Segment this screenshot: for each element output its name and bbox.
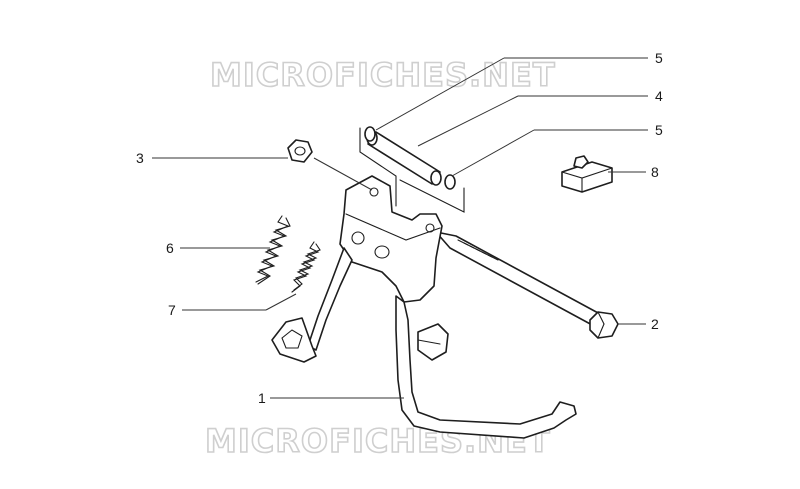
part-sleeve xyxy=(366,130,442,186)
leader-4 xyxy=(417,95,519,147)
callout-5-bottom: 5 xyxy=(655,122,663,138)
part-bolt xyxy=(435,231,619,339)
callout-2: 2 xyxy=(651,316,659,332)
callout-4: 4 xyxy=(655,88,663,104)
assembly-guide-left xyxy=(359,127,397,207)
leader-7 xyxy=(265,293,297,311)
leader-3-to-stand xyxy=(313,157,373,191)
part-washer-bottom xyxy=(444,174,456,190)
assembly-guide-right xyxy=(399,179,465,213)
part-center-stand xyxy=(271,175,577,439)
part-spring-small xyxy=(291,241,321,293)
part-spring-large xyxy=(255,215,291,285)
callout-7: 7 xyxy=(168,302,176,318)
callout-6: 6 xyxy=(166,240,174,256)
callout-3: 3 xyxy=(136,150,144,166)
callout-1: 1 xyxy=(258,390,266,406)
watermark-top: MICROFICHES.NET xyxy=(210,56,556,94)
leader-5a xyxy=(375,57,505,131)
leader-5b xyxy=(451,129,535,177)
callout-5-top: 5 xyxy=(655,50,663,66)
part-washer-top xyxy=(364,126,376,142)
part-nut xyxy=(287,139,313,163)
part-rubber-block xyxy=(561,155,613,193)
callout-8: 8 xyxy=(651,164,659,180)
